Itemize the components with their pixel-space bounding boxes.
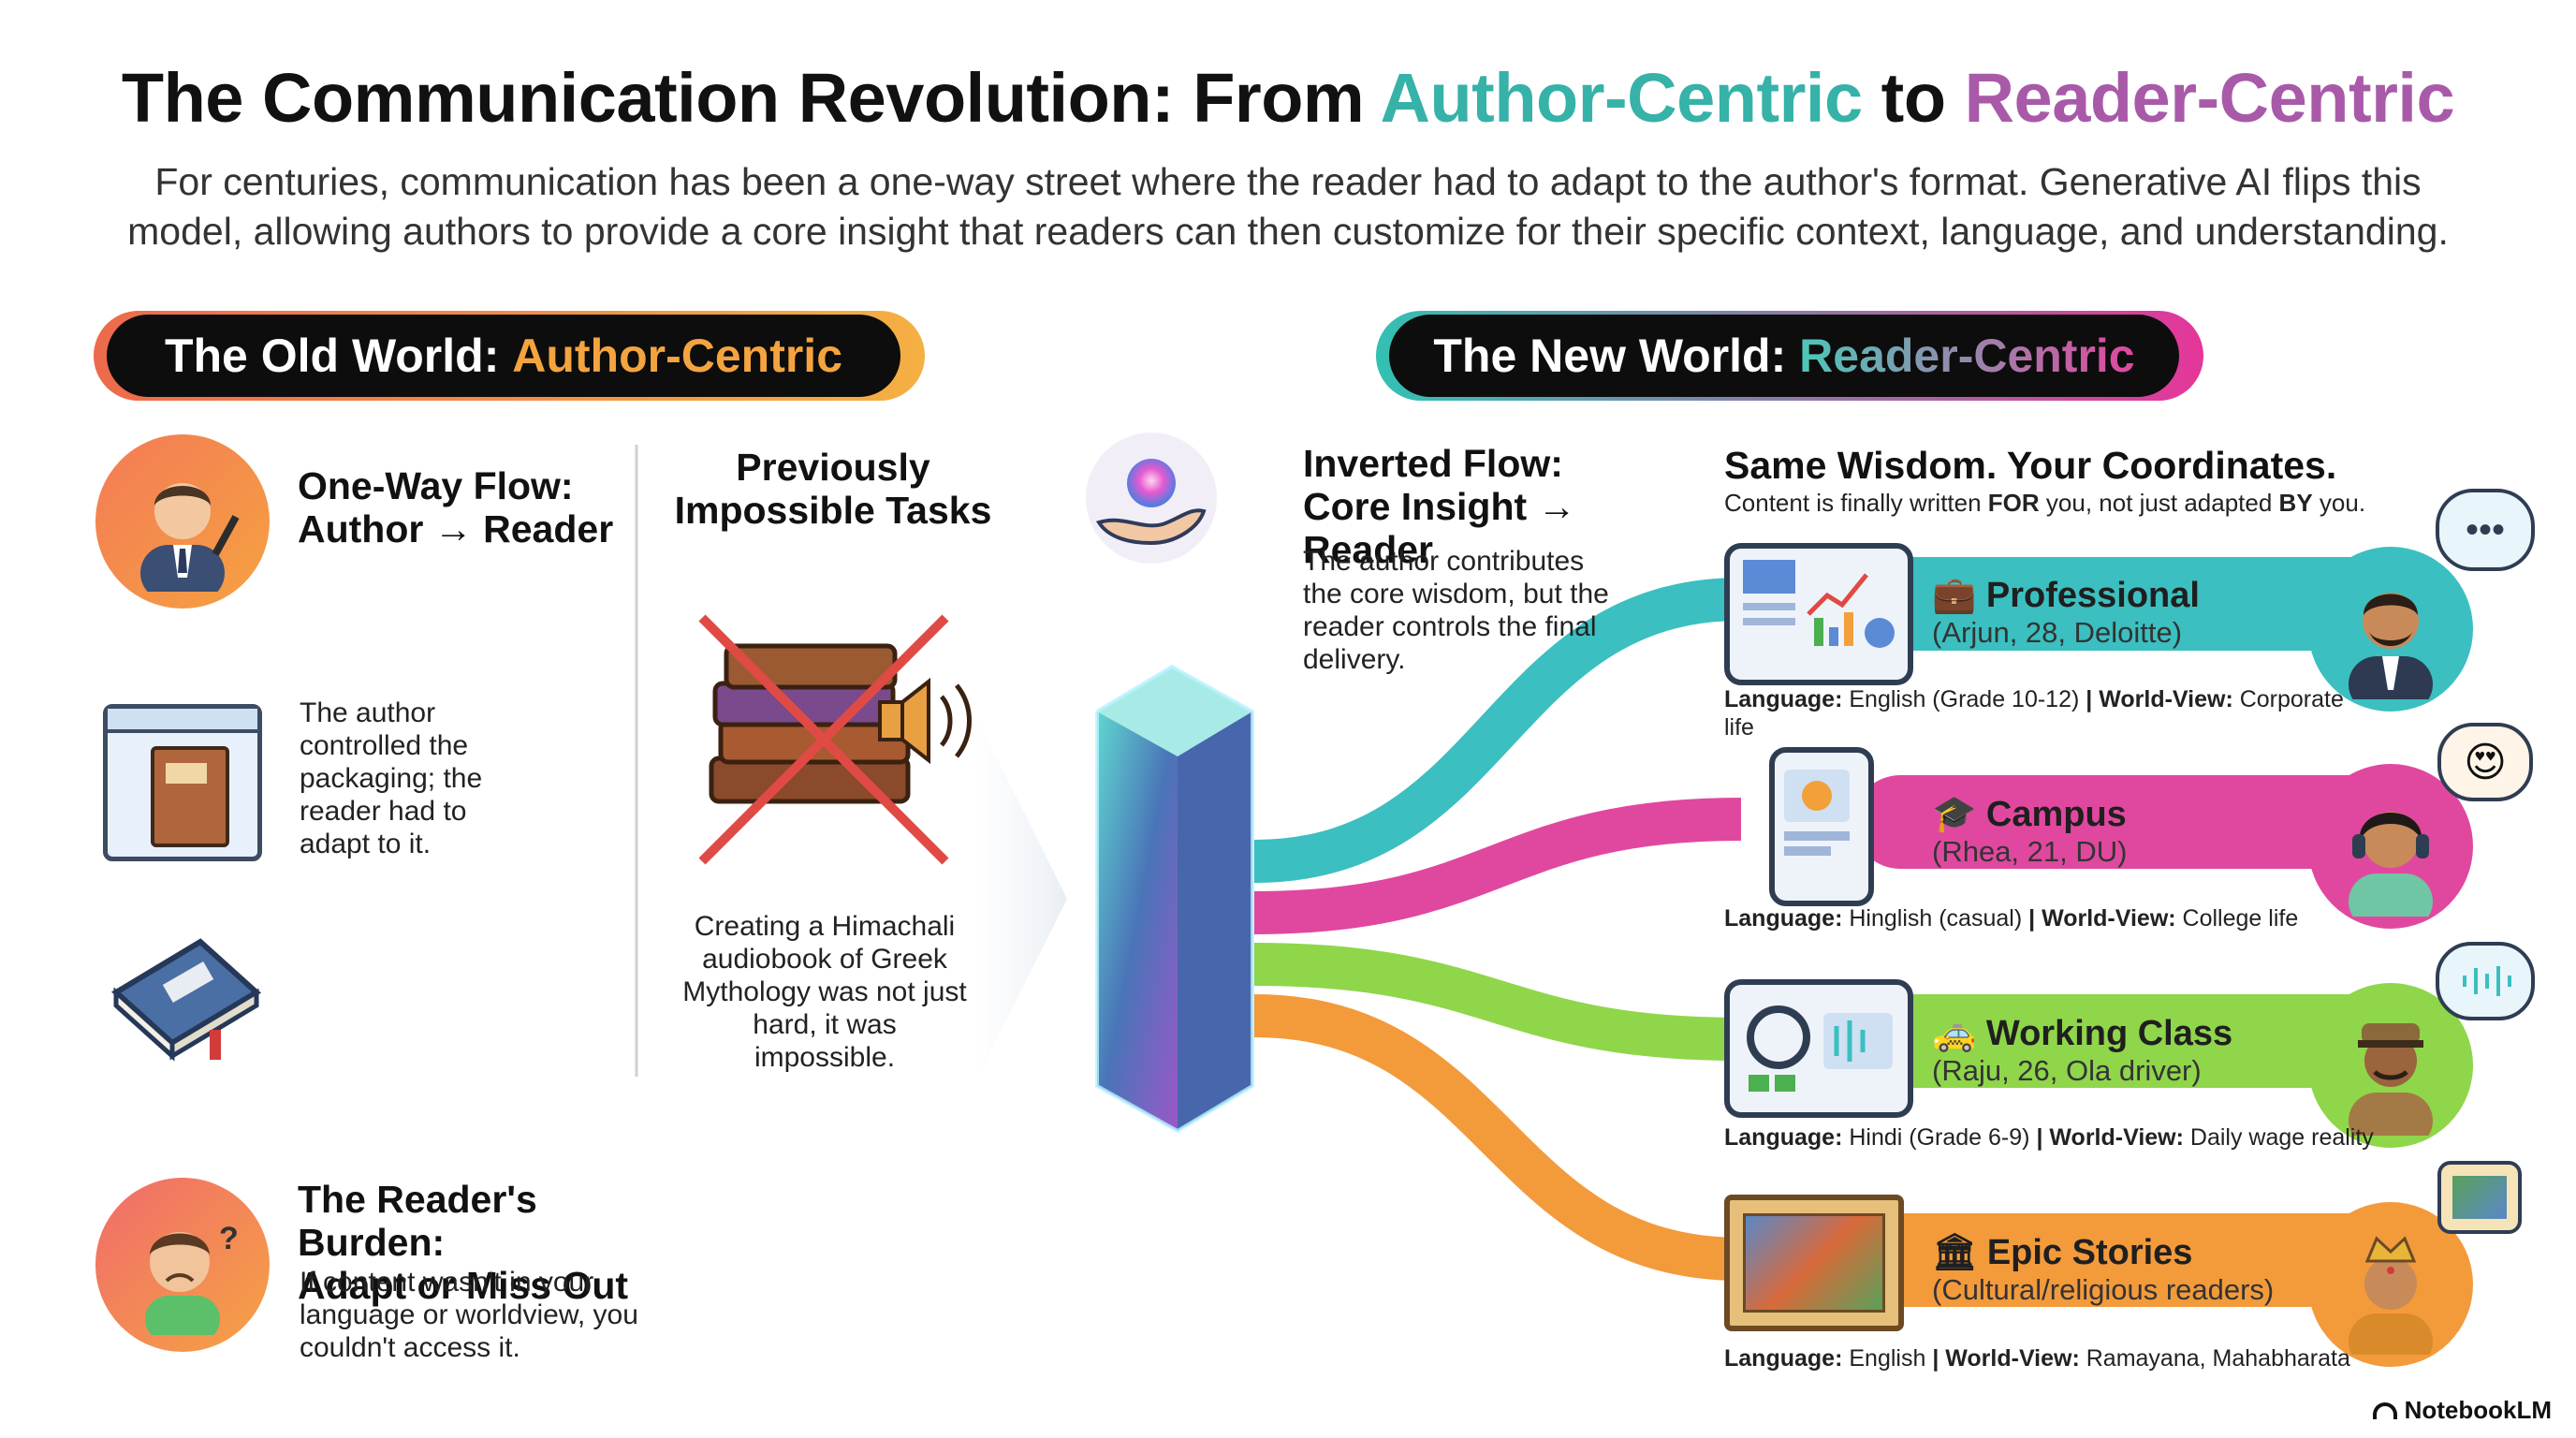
notebooklm-logo-icon: [2372, 1401, 2397, 1419]
epic-stories-who: (Cultural/religious readers): [1932, 1273, 2275, 1306]
band-professional: [1853, 557, 2443, 651]
one-way-flow-title: One-Way Flow: Author → Reader: [298, 464, 614, 550]
control-text: The author controlled the packaging; the…: [300, 697, 483, 859]
brand-footer: NotebookLM: [2372, 1396, 2552, 1425]
working-class-meta: Language: Hindi (Grade 6-9) | World-View…: [1724, 1124, 2374, 1151]
taxi-icon: 🚕: [1932, 1014, 1977, 1053]
same-wisdom-title: Same Wisdom. Your Coordinates.: [1724, 444, 2337, 487]
old-world-banner-highlight: Author-Centric: [512, 330, 843, 382]
scroll-painting-bubble-icon: [2437, 1161, 2522, 1234]
professional-label: Professional: [1985, 576, 2200, 615]
worried-reader-avatar: ?: [95, 1178, 270, 1352]
page-title: The Communication Revolution: From Autho…: [0, 58, 2576, 138]
ribbon-working: [1253, 943, 1742, 1061]
man-in-suit-icon: [2349, 593, 2433, 699]
subtitle: For centuries, communication has been a …: [127, 160, 2449, 253]
new-world-banner-prefix: The New World:: [1433, 330, 1787, 382]
deity-avatar: [2308, 1202, 2473, 1367]
ribbon-epic: [1253, 994, 1742, 1281]
driver-uniform-icon: [2349, 1023, 2433, 1136]
campus-meta: Language: Hinglish (casual) | World-View…: [1724, 905, 2299, 932]
crossed-audiobook-icon: [698, 614, 972, 865]
worried-face-icon: ?: [145, 1221, 239, 1335]
working-class-label: Working Class: [1985, 1014, 2233, 1053]
student-headphones-icon: [2349, 812, 2433, 917]
burden-title: The Reader's Burden: Adapt or Miss Out: [298, 1178, 629, 1307]
campus-who: (Rhea, 21, DU): [1932, 835, 2128, 868]
ribbon-professional: [1253, 578, 1742, 883]
same-wisdom-subtitle: Content is finally written FOR you, not …: [1724, 489, 2366, 517]
author-avatar: [95, 434, 270, 609]
epic-stories-meta: Language: English | World-View: Ramayana…: [1724, 1345, 2350, 1372]
working-class-who: (Raju, 26, Ola driver): [1932, 1054, 2202, 1087]
heart-eyes-emoji-icon: 😍: [2437, 723, 2533, 801]
campus-label-block: 🎓 Campus (Rhea, 21, DU): [1932, 794, 2381, 869]
deity-crown-icon: [2349, 1236, 2433, 1355]
browser-book-icon: [103, 704, 262, 861]
epic-stories-label-block: 🏛 Epic Stories (Cultural/religious reade…: [1932, 1232, 2381, 1307]
title-connector: to: [1862, 59, 1965, 137]
arrow-shadow: [973, 712, 1067, 1086]
new-world-banner-frame: The New World: Reader-Centric: [1376, 311, 2203, 401]
insight-pillar-front: [1097, 712, 1178, 1131]
insight-pillar-side: [1178, 712, 1252, 1131]
burden-text: If content wasn't in your language or wo…: [300, 1267, 638, 1363]
band-campus: [1853, 775, 2443, 869]
title-author-centric: Author-Centric: [1380, 59, 1864, 137]
professional-who: (Arjun, 28, Deloitte): [1932, 616, 2183, 649]
title-reader-centric: Reader-Centric: [1964, 59, 2455, 137]
closed-book-icon: [110, 938, 262, 1062]
old-world-banner-prefix: The Old World:: [164, 330, 500, 382]
new-world-banner: The New World: Reader-Centric: [1389, 315, 2179, 397]
working-class-label-block: 🚕 Working Class (Raju, 26, Ola driver): [1932, 1013, 2381, 1088]
author-icon: [140, 483, 240, 592]
band-epic: [1853, 1213, 2443, 1307]
ribbon-campus: [1253, 798, 1742, 934]
previously-impossible-title: Previously Impossible Tasks: [674, 446, 992, 532]
title-prefix: The Communication Revolution: From: [121, 59, 1381, 137]
chat-bubble-icon: •••: [2436, 489, 2535, 571]
graduation-cap-icon: 🎓: [1932, 795, 1977, 834]
new-world-banner-highlight: Reader-Centric: [1799, 330, 2135, 382]
glowing-orb-hand-icon: [1095, 459, 1207, 546]
car-dashboard-icon: [1724, 979, 1913, 1118]
professional-label-block: 💼 Professional (Arjun, 28, Deloitte): [1932, 575, 2381, 650]
old-world-banner: The Old World: Author-Centric: [107, 315, 900, 397]
previously-impossible-text: Creating a Himachali audiobook of Greek …: [682, 911, 967, 1073]
campus-phone-icon: [1769, 747, 1874, 906]
inverted-flow-text: The author contributes the core wisdom, …: [1303, 546, 1609, 675]
core-insight-icon: [1086, 433, 1217, 564]
epic-stories-label: Epic Stories: [1986, 1233, 2193, 1272]
svg-text:?: ?: [219, 1221, 239, 1256]
rhea-avatar: [2308, 764, 2473, 929]
arjun-avatar: [2308, 547, 2473, 712]
inverted-flow-title: Inverted Flow: Core Insight → Reader: [1303, 442, 1576, 571]
epic-scroll-icon: [1724, 1195, 1904, 1331]
professional-device-icon: [1724, 543, 1913, 685]
briefcase-icon: 💼: [1932, 576, 1977, 615]
old-world-banner-frame: The Old World: Author-Centric: [94, 311, 925, 401]
audio-wave-bubble-icon: [2436, 942, 2535, 1020]
professional-meta: Language: English (Grade 10-12) | World-…: [1724, 686, 2344, 741]
temple-icon: 🏛: [1932, 1233, 1978, 1272]
campus-label: Campus: [1985, 795, 2127, 834]
brand-label: NotebookLM: [2404, 1396, 2552, 1424]
band-working: [1853, 994, 2443, 1088]
